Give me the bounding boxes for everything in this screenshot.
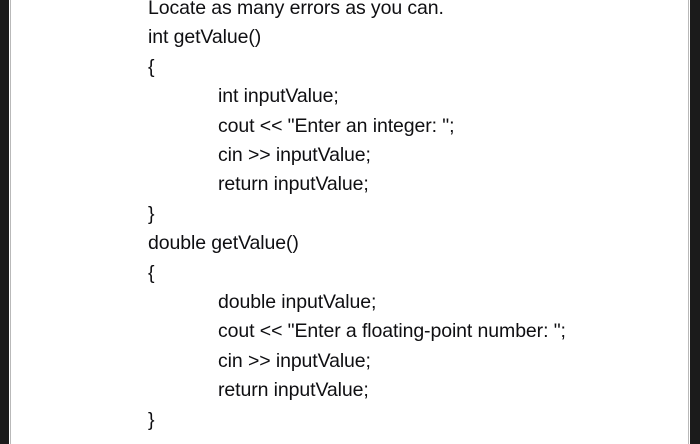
code-line: }	[148, 202, 155, 225]
right-edge-band	[690, 0, 700, 444]
code-line: int getValue()	[148, 26, 262, 49]
code-line: cout << "Enter an integer: ";	[218, 114, 455, 137]
code-line: cout << "Enter a floating-point number: …	[218, 320, 566, 343]
instruction-line: Locate as many errors as you can.	[148, 0, 444, 19]
code-line: int inputValue;	[218, 85, 339, 108]
code-line: {	[148, 55, 155, 78]
code-line: double inputValue;	[218, 291, 377, 314]
code-line: {	[148, 261, 155, 284]
code-line: return inputValue;	[218, 379, 369, 402]
left-edge-rule	[10, 0, 11, 444]
right-edge-rule	[688, 0, 689, 444]
page-sheet: Locate as many errors as you can. int get…	[11, 0, 689, 444]
code-line: cin >> inputValue;	[218, 144, 371, 167]
code-listing: Locate as many errors as you can. int get…	[148, 0, 668, 435]
code-line: double getValue()	[148, 232, 299, 255]
left-edge-band	[0, 0, 9, 444]
code-line: return inputValue;	[218, 173, 369, 196]
code-line: }	[148, 408, 155, 431]
code-line: cin >> inputValue;	[218, 349, 371, 372]
